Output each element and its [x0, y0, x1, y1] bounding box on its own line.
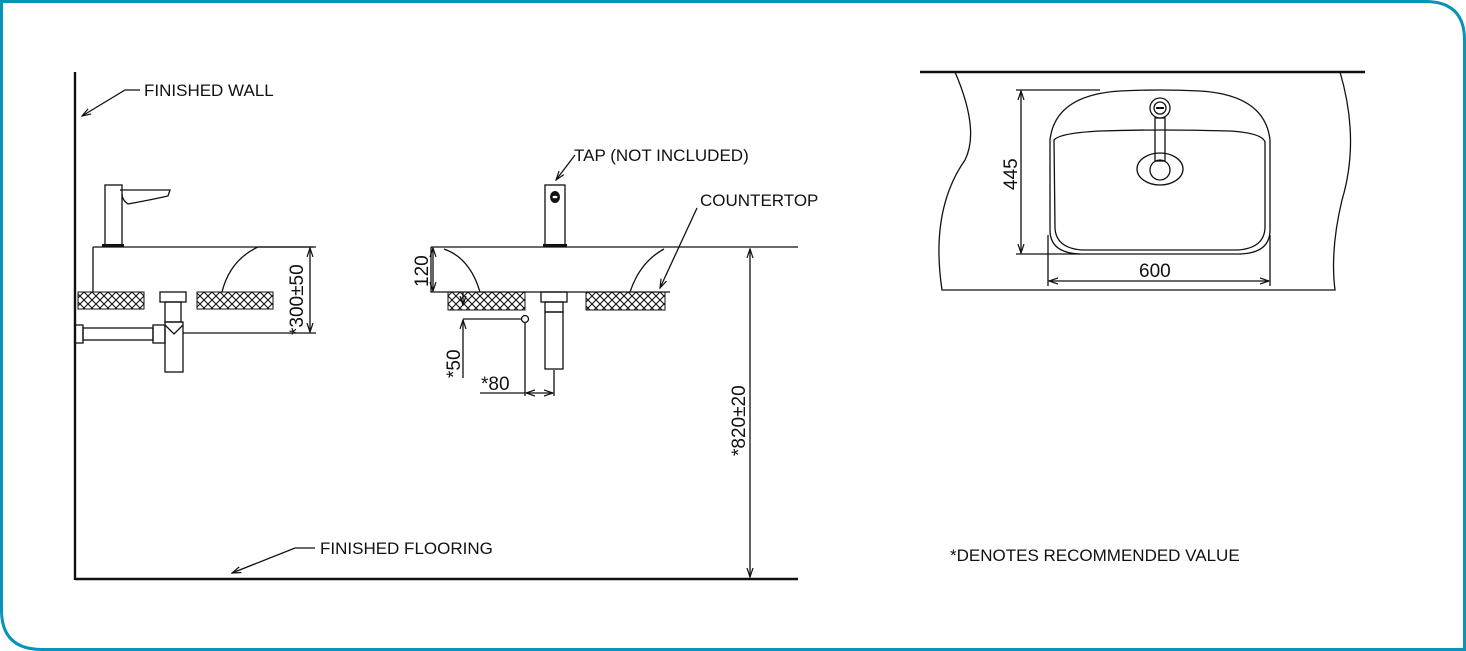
tap-plan-icon [1136, 97, 1184, 186]
bottle-trap-icon [74, 291, 187, 373]
basin-height-dim: 120 [412, 255, 433, 287]
plan-depth-dim: 445 [1001, 158, 1022, 190]
finished-flooring-label: FINISHED FLOORING [320, 539, 493, 558]
side-view: FINISHED WALL FINISHED FLOORING *300±50 [73, 72, 798, 581]
waste-offset-dim: *80 [481, 374, 510, 395]
tap-front-icon [543, 184, 567, 247]
counter-height-dim: *820±20 [729, 385, 750, 456]
countertop-label: COUNTERTOP [700, 191, 818, 210]
waste-icon [540, 291, 568, 370]
countertop-hatch [585, 291, 666, 311]
plan-view: 445 600 [920, 70, 1365, 291]
front-view: TAP (NOT INCLUDED) COUNTERTOP 120 *50 [412, 146, 818, 577]
tap-side-icon [102, 184, 171, 247]
height-dim-300: *300±50 [287, 264, 308, 335]
countertop-hatch [447, 291, 526, 311]
finished-wall-label: FINISHED WALL [144, 81, 274, 100]
waste-height-dim: *50 [444, 349, 465, 378]
countertop-hatch [77, 291, 145, 310]
recommended-value-note: *DENOTES RECOMMENDED VALUE [950, 546, 1240, 565]
tap-label: TAP (NOT INCLUDED) [574, 146, 749, 165]
plan-width-dim: 600 [1139, 261, 1171, 282]
countertop-hatch [196, 291, 274, 310]
